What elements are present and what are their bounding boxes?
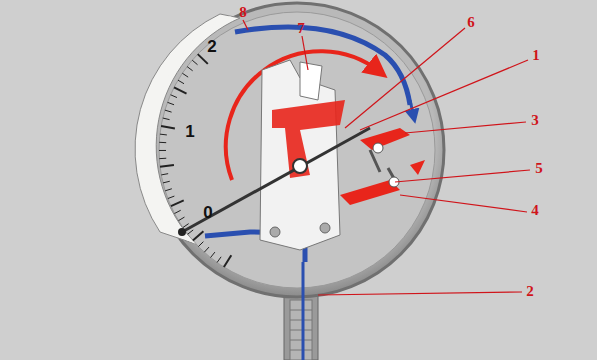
- callout-number: 8: [239, 5, 247, 20]
- tick-mark: [165, 189, 172, 191]
- tick-mark: [193, 231, 204, 240]
- tick-mark: [198, 242, 203, 247]
- pressure-channel: [302, 262, 305, 360]
- sector-gear: [300, 62, 322, 100]
- callout-number: 2: [526, 284, 534, 299]
- tick-mark: [178, 217, 184, 221]
- tick-mark: [217, 257, 221, 263]
- link-arm: [360, 128, 410, 150]
- screw: [270, 227, 280, 237]
- dial-scale: [159, 54, 231, 267]
- callout-number: 5: [535, 161, 543, 176]
- callout-number: 1: [532, 48, 540, 63]
- tick-mark: [178, 80, 184, 84]
- tick-mark: [211, 252, 215, 257]
- tick-mark: [167, 102, 174, 104]
- callout-number: 4: [531, 203, 539, 218]
- pointer-tip: [178, 228, 186, 236]
- scale-number: 0: [203, 204, 212, 221]
- callout-number: 3: [531, 113, 539, 128]
- tick-mark: [171, 95, 177, 98]
- sector-lever: [272, 100, 345, 178]
- scale-number: 1: [185, 123, 194, 140]
- thread-lines: [290, 310, 312, 350]
- tick-mark: [204, 247, 209, 252]
- tick-mark: [198, 54, 208, 64]
- callout-number: 7: [297, 21, 305, 36]
- tick-mark: [224, 255, 231, 267]
- socket-thread: [290, 300, 312, 360]
- tick-mark: [161, 126, 175, 128]
- tick-mark: [182, 73, 188, 77]
- tick-mark: [165, 110, 172, 112]
- tick-mark: [187, 67, 193, 71]
- scale-number: 2: [207, 38, 216, 55]
- tick-mark: [159, 158, 166, 159]
- gauge-interior: [159, 12, 435, 288]
- tick-mark: [159, 150, 166, 151]
- pivot: [373, 143, 383, 153]
- tick-mark: [174, 210, 180, 213]
- tick-mark: [171, 200, 184, 206]
- tick-mark: [163, 181, 170, 183]
- leader-lines: [243, 20, 530, 295]
- tick-mark: [188, 230, 194, 234]
- pointer-hub: [293, 159, 307, 173]
- motion-arrow: [410, 160, 425, 175]
- tick-mark: [160, 134, 167, 136]
- tick-mark: [163, 118, 170, 120]
- tick-mark: [183, 224, 189, 228]
- tick-mark: [161, 174, 168, 175]
- pointer: [182, 128, 370, 232]
- tick-mark: [168, 196, 175, 198]
- tick-mark: [192, 60, 197, 65]
- tick-mark: [159, 142, 166, 143]
- screw: [320, 223, 330, 233]
- rotation-arrow: [226, 51, 380, 180]
- tick-mark: [174, 87, 186, 93]
- callout-number: 6: [467, 15, 475, 30]
- tick-mark: [160, 165, 174, 167]
